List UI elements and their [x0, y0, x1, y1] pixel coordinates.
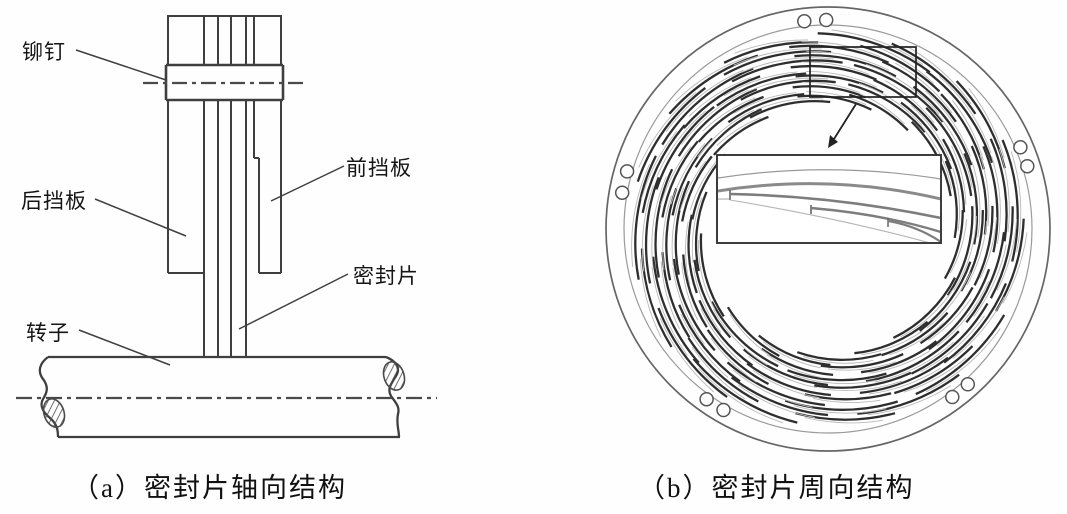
seal-pack-top-block [167, 15, 282, 65]
front-baffle-leader [270, 165, 345, 202]
zoom-arrow-icon [828, 103, 857, 148]
rear-baffle-leader [94, 198, 187, 237]
rivet-hole [614, 185, 630, 200]
rotor-shaft [38, 355, 406, 439]
label-seal-strip: 密封片 [353, 264, 419, 288]
detail-inset [716, 154, 942, 244]
label-rivet: 铆钉 [22, 40, 66, 64]
label-rotor: 转子 [26, 321, 70, 345]
rear-baffle-plate [167, 100, 204, 274]
rivet-hole [818, 12, 834, 28]
rivet-hole [960, 377, 976, 392]
rivet-hole [619, 164, 635, 179]
rivet-hole [699, 391, 714, 407]
seal-ring-outer-circle [605, 6, 1051, 452]
seal-strip-leader [238, 273, 349, 330]
circumferential-structure-diagram [605, 6, 1051, 452]
rivet-hole [945, 389, 960, 405]
front-baffle-plate [253, 100, 282, 274]
label-front-baffle: 前挡板 [346, 156, 412, 180]
break-hatch-right [382, 361, 406, 391]
detail-source-rect [809, 46, 917, 98]
rivet-hole [797, 14, 812, 29]
rotor-leader [78, 329, 171, 366]
rivet-hole [716, 402, 731, 418]
rivet-hole [1013, 140, 1028, 155]
rivet-leader [75, 49, 167, 81]
rivet-hole [1020, 158, 1035, 174]
leader-lines [75, 49, 349, 366]
break-hatch-left [42, 398, 66, 428]
seal-strip-laminations [203, 100, 247, 357]
label-rear-baffle: 后挡板 [21, 189, 87, 213]
axial-structure-diagram [16, 15, 437, 439]
strip-band [631, 29, 1028, 424]
caption-panel-a: （a）密封片轴向结构 [72, 473, 347, 503]
caption-panel-b: （b）密封片周向结构 [638, 473, 915, 503]
rivet-holes [614, 12, 1035, 418]
